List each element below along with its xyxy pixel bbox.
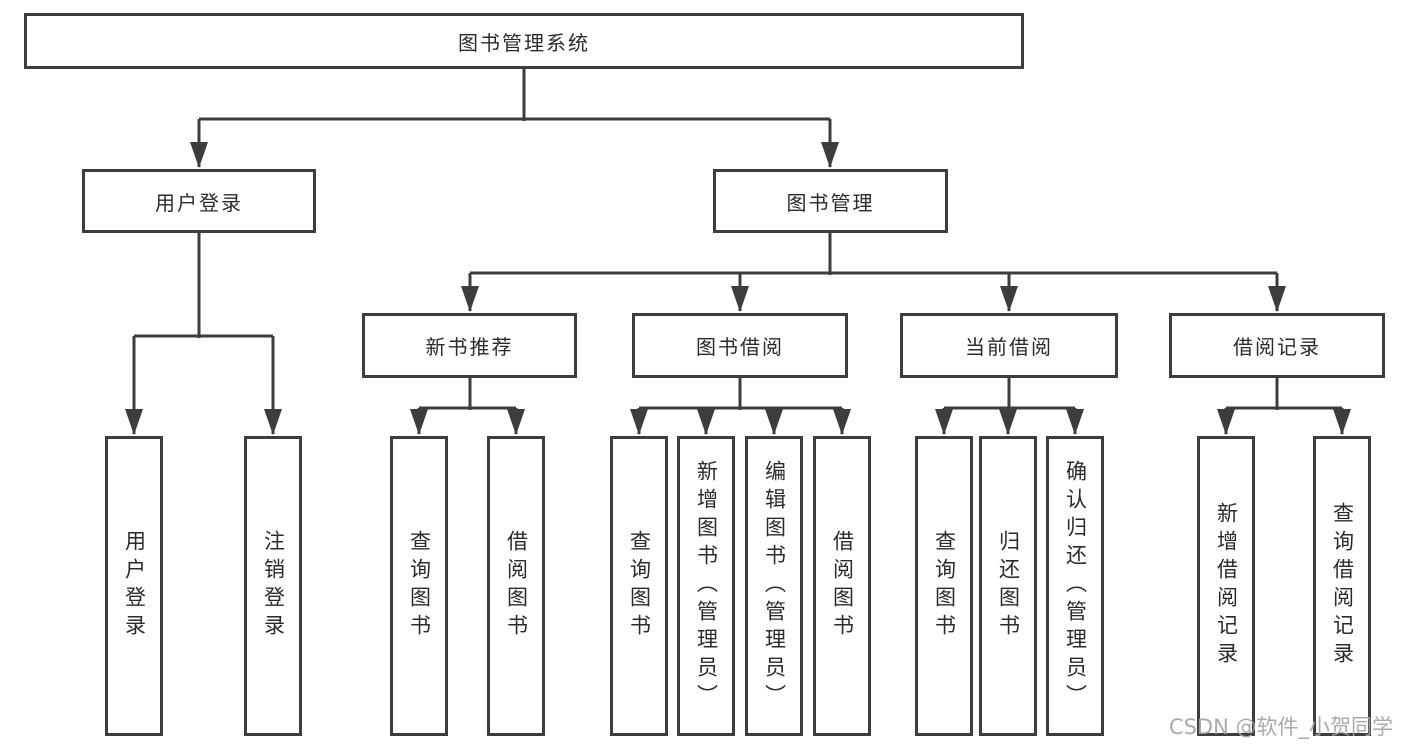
node-library-management-system: 图书管理系统 bbox=[24, 13, 1024, 69]
node-user-login: 用户登录 bbox=[82, 169, 316, 233]
leaf-query-books-recommend: 查询图书 bbox=[390, 436, 448, 736]
node-label: 当前借阅 bbox=[965, 335, 1053, 359]
leaf-add-book-admin: 新增图书（管理员） bbox=[677, 436, 735, 736]
node-label: 图书借阅 bbox=[696, 335, 784, 359]
node-current-borrow: 当前借阅 bbox=[900, 313, 1118, 378]
leaf-edit-book-admin: 编辑图书（管理员） bbox=[745, 436, 803, 736]
leaf-add-borrow-record: 新增借阅记录 bbox=[1197, 436, 1255, 736]
node-label: 新书推荐 bbox=[425, 335, 514, 359]
node-label: 新增图书（管理员） bbox=[694, 460, 719, 712]
node-label: 图书管理 bbox=[786, 190, 875, 215]
node-label: 图书管理系统 bbox=[458, 30, 590, 55]
node-label: 查询图书 bbox=[627, 530, 652, 642]
node-label: 借阅图书 bbox=[830, 530, 855, 642]
leaf-query-books-borrow: 查询图书 bbox=[610, 436, 668, 736]
node-new-book-recommend: 新书推荐 bbox=[362, 313, 577, 378]
leaf-return-book: 归还图书 bbox=[979, 436, 1037, 736]
node-label: 用户登录 bbox=[122, 530, 147, 642]
node-book-borrow: 图书借阅 bbox=[632, 313, 848, 378]
node-borrow-records: 借阅记录 bbox=[1169, 313, 1385, 378]
node-label: 借阅图书 bbox=[504, 530, 529, 642]
leaf-borrow-books: 借阅图书 bbox=[813, 436, 871, 736]
node-book-management: 图书管理 bbox=[713, 169, 948, 233]
leaf-logout: 注销登录 bbox=[244, 436, 302, 736]
node-label: 查询图书 bbox=[407, 530, 432, 642]
node-label: 查询图书 bbox=[932, 530, 957, 642]
leaf-query-borrow-record: 查询借阅记录 bbox=[1313, 436, 1371, 736]
node-label: 确认归还（管理员） bbox=[1063, 460, 1088, 712]
node-label: 归还图书 bbox=[996, 530, 1021, 642]
leaf-borrow-books-recommend: 借阅图书 bbox=[487, 436, 545, 736]
node-label: 用户登录 bbox=[155, 190, 243, 215]
leaf-confirm-return-admin: 确认归还（管理员） bbox=[1046, 436, 1104, 736]
node-label: 查询借阅记录 bbox=[1330, 502, 1355, 670]
node-label: 新增借阅记录 bbox=[1214, 502, 1239, 670]
leaf-user-login: 用户登录 bbox=[105, 436, 163, 736]
leaf-query-books-current: 查询图书 bbox=[915, 436, 973, 736]
node-label: 借阅记录 bbox=[1233, 335, 1321, 359]
node-label: 注销登录 bbox=[261, 530, 286, 642]
node-label: 编辑图书（管理员） bbox=[762, 460, 787, 712]
